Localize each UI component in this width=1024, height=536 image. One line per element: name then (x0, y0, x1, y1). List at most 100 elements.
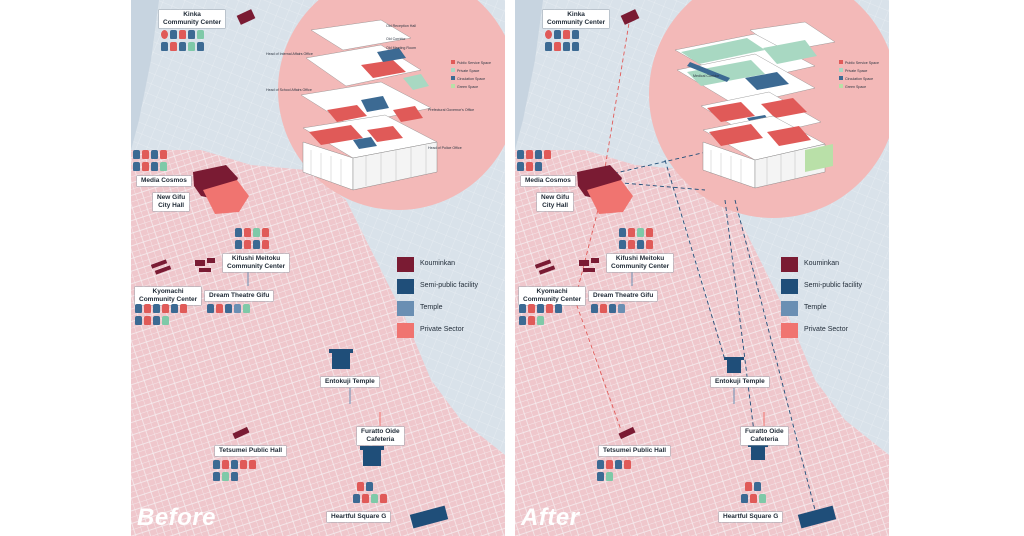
legend-item: Private Sector (781, 322, 881, 344)
user-icons-group (161, 42, 204, 51)
user-icons-group (133, 150, 167, 159)
after-map-panel: Medical Corridor Public Service Space Pr… (515, 0, 889, 536)
activity-icon (528, 304, 535, 313)
activity-icon (262, 228, 269, 237)
wheelchair-icon (366, 482, 373, 491)
tetsumei-building-icon (618, 426, 636, 440)
activity-icon (624, 460, 631, 469)
elderly-icon (555, 304, 562, 313)
explode-legend-item: Green Space (451, 84, 478, 89)
kifushi-meitoku-label: Kifushi Meitoku Community Center (607, 254, 674, 272)
legend-item: Private Sector (397, 322, 497, 344)
explode-label: Medical Corridor (693, 74, 720, 78)
child-icon (162, 316, 169, 325)
music-icon (262, 240, 269, 249)
person-icon (597, 472, 604, 481)
user-icons-group (519, 316, 544, 325)
person-icon (170, 30, 177, 39)
kinka-community-center-label: Kinka Community Center (159, 10, 226, 28)
person-icon (362, 494, 369, 503)
person-icon (750, 494, 757, 503)
dream-theatre-label: Dream Theatre Gifu (589, 291, 658, 301)
child-icon (637, 228, 644, 237)
explode-label: Head of Police Office (428, 146, 462, 150)
kyomachi-community-center-label: Kyomachi Community Center (519, 287, 586, 305)
user-icons-group (207, 304, 250, 313)
explode-label: Prefectural Governor's Office (428, 108, 475, 112)
person-icon (519, 316, 526, 325)
person-icon (170, 42, 177, 51)
entokuji-temple-icon (724, 357, 744, 373)
legend-item: Semi-public facility (781, 278, 881, 300)
person-icon (244, 228, 251, 237)
explode-legend-item: Green Space (839, 84, 866, 89)
wheelchair-icon (572, 42, 579, 51)
child-icon (197, 30, 204, 39)
legend-item: Temple (397, 300, 497, 322)
person-icon (216, 304, 223, 313)
elderly-icon (609, 304, 616, 313)
kinka-building-icon (620, 9, 640, 25)
child-icon (537, 316, 544, 325)
person-icon (619, 240, 626, 249)
city-hall-building-icon (203, 180, 249, 214)
furatto-cafeteria-label: Furatto Oide Cafeteria (357, 427, 404, 445)
legend-item: Semi-public facility (397, 278, 497, 300)
heartful-square-label: Heartful Square G (327, 512, 391, 522)
user-icons-group (235, 228, 269, 237)
person-icon (153, 304, 160, 313)
person-icon (244, 240, 251, 249)
media-cosmos-label: Media Cosmos (137, 176, 191, 186)
kifushi-meitoku-label: Kifushi Meitoku Community Center (223, 254, 290, 272)
person-icon (222, 460, 229, 469)
kyomachi-building-icon (534, 259, 556, 275)
furatto-cafeteria-label: Furatto Oide Cafeteria (741, 427, 788, 445)
wheelchair-icon (197, 42, 204, 51)
music-icon (249, 460, 256, 469)
person-icon (162, 304, 169, 313)
user-icons-group (135, 304, 187, 313)
kyomachi-building-icon (150, 259, 172, 275)
person-icon (133, 162, 140, 171)
person-icon (526, 162, 533, 171)
user-icons-group (597, 472, 613, 481)
exploded-axonometric-diagram (300, 19, 438, 191)
user-icons-group (353, 494, 387, 503)
child-icon (759, 494, 766, 503)
after-title: After (521, 504, 580, 531)
elderly-icon (253, 240, 260, 249)
new-gifu-city-hall-label: New Gifu City Hall (153, 193, 190, 211)
person-icon (357, 482, 364, 491)
elderly-icon (225, 304, 232, 313)
person-icon (628, 228, 635, 237)
person-icon (235, 228, 242, 237)
child-icon (253, 228, 260, 237)
furatto-cafeteria-icon (748, 444, 768, 460)
elderly-icon (615, 460, 622, 469)
elderly-icon (153, 316, 160, 325)
user-icons-group (591, 304, 625, 313)
kinka-building-icon (236, 9, 256, 25)
explode-legend-item: Public Service Space (451, 60, 491, 65)
person-icon (144, 316, 151, 325)
kinka-community-center-label: Kinka Community Center (543, 10, 610, 28)
building-icon (234, 304, 241, 313)
reading-icon (517, 150, 524, 159)
person-icon (600, 304, 607, 313)
person-icon (619, 228, 626, 237)
activity-icon (144, 304, 151, 313)
person-icon (519, 304, 526, 313)
heartful-building-icon (797, 505, 837, 529)
library-icon (142, 150, 149, 159)
child-icon (243, 304, 250, 313)
wheelchair-icon (754, 482, 761, 491)
entokuji-temple-icon (329, 349, 353, 369)
music-icon (380, 494, 387, 503)
person-icon (517, 162, 524, 171)
heartful-square-label: Heartful Square G (719, 512, 783, 522)
explode-legend-item: Private Space (839, 68, 867, 73)
child-icon (188, 42, 195, 51)
activity-icon (160, 150, 167, 159)
person-icon (545, 30, 552, 39)
person-icon (213, 460, 220, 469)
